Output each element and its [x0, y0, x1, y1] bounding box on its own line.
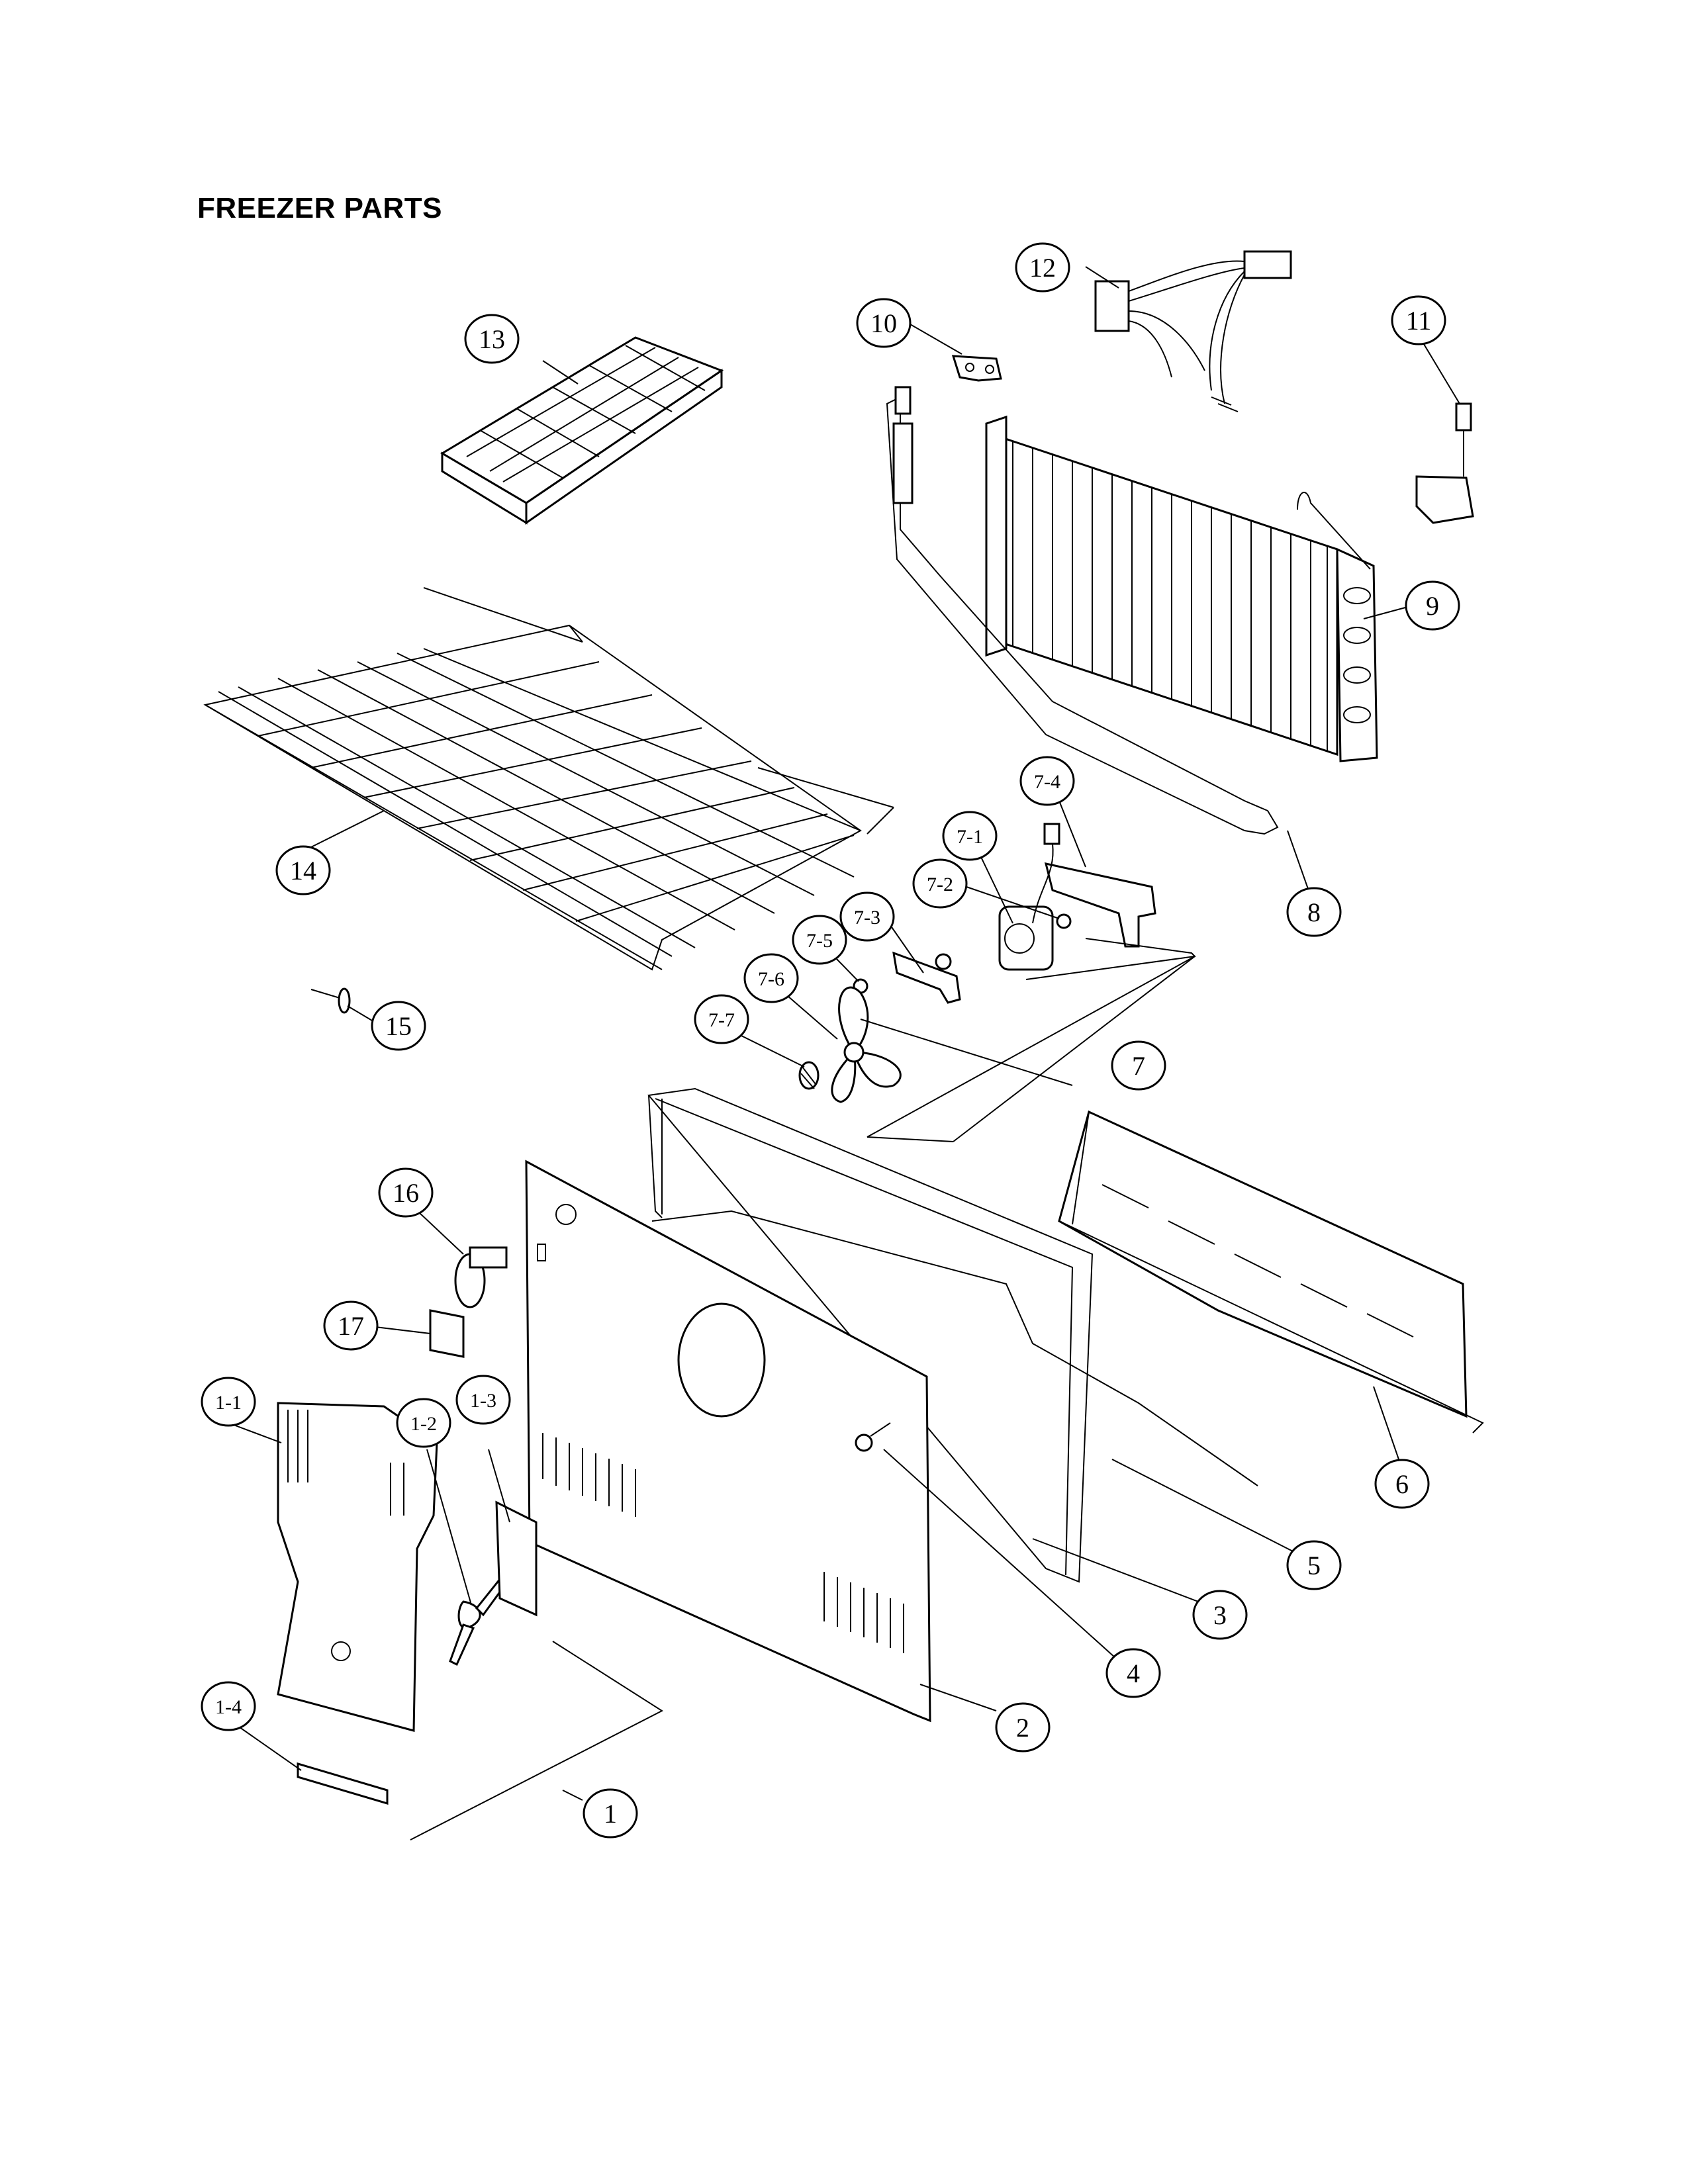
- svg-text:1: 1: [604, 1799, 617, 1829]
- knob-part: [454, 1246, 508, 1308]
- svg-text:7-5: 7-5: [806, 930, 833, 952]
- callout-17: 17: [323, 1300, 379, 1351]
- callout-7-7: 7-7: [694, 994, 749, 1044]
- svg-text:3: 3: [1213, 1600, 1227, 1630]
- callout-14: 14: [275, 845, 331, 895]
- callout-1-3: 1-3: [455, 1375, 511, 1425]
- callout-1-1: 1-1: [201, 1377, 256, 1427]
- wire-harness-part: [1094, 250, 1292, 412]
- wire-shelf-part: [203, 587, 894, 971]
- callout-9: 9: [1405, 580, 1460, 631]
- page-title: FREEZER PARTS: [197, 192, 442, 224]
- svg-text:7-4: 7-4: [1034, 771, 1060, 793]
- small-plate-part: [429, 1309, 465, 1358]
- svg-text:10: 10: [870, 308, 897, 338]
- callout-1-2: 1-2: [396, 1398, 451, 1448]
- svg-text:12: 12: [1029, 253, 1056, 283]
- callout-7-4: 7-4: [1019, 756, 1075, 806]
- callout-7-1: 7-1: [942, 811, 998, 861]
- svg-text:16: 16: [393, 1178, 419, 1208]
- svg-text:8: 8: [1307, 897, 1321, 927]
- svg-text:7-3: 7-3: [854, 907, 880, 929]
- svg-text:7-2: 7-2: [927, 874, 953, 895]
- callout-12: 12: [1015, 242, 1070, 293]
- svg-text:1-4: 1-4: [215, 1696, 242, 1718]
- svg-text:9: 9: [1426, 591, 1439, 621]
- svg-text:15: 15: [385, 1011, 412, 1041]
- callout-7: 7: [1111, 1040, 1166, 1091]
- callout-13: 13: [464, 314, 520, 364]
- ice-tray-part: [440, 336, 724, 525]
- gasket-part: [647, 1087, 1094, 1583]
- rail-channel-part: [1058, 1110, 1484, 1433]
- cover-assembly-part: [277, 1402, 664, 1841]
- callout-7-6: 7-6: [743, 953, 799, 1003]
- back-panel-part: [525, 1160, 931, 1723]
- svg-text:6: 6: [1395, 1469, 1409, 1499]
- heater-part: [886, 386, 1279, 835]
- callout-11: 11: [1391, 295, 1446, 345]
- svg-text:7: 7: [1132, 1051, 1145, 1081]
- clip-part: [951, 355, 1002, 382]
- rear-partition-part: [651, 1210, 1258, 1486]
- callout-16: 16: [378, 1167, 434, 1218]
- callout-4: 4: [1105, 1648, 1161, 1698]
- svg-text:1-2: 1-2: [410, 1413, 437, 1435]
- svg-text:13: 13: [479, 324, 505, 354]
- callout-7-2: 7-2: [912, 858, 968, 909]
- svg-text:1-3: 1-3: [470, 1390, 496, 1412]
- evaporator-part: [985, 415, 1378, 762]
- svg-text:4: 4: [1127, 1659, 1140, 1688]
- svg-text:2: 2: [1016, 1713, 1029, 1743]
- callout-1-4: 1-4: [201, 1681, 256, 1731]
- callout-1: 1: [583, 1788, 638, 1839]
- callout-7-5: 7-5: [792, 915, 847, 965]
- sensor-part: [1415, 402, 1474, 524]
- svg-text:7-7: 7-7: [708, 1009, 735, 1031]
- callout-2: 2: [995, 1702, 1051, 1752]
- callout-6: 6: [1374, 1459, 1430, 1509]
- pin-part: [310, 987, 351, 1014]
- svg-text:7-6: 7-6: [758, 968, 784, 990]
- svg-text:1-1: 1-1: [215, 1392, 242, 1414]
- screw-part: [855, 1422, 891, 1452]
- fan-motor-assembly-part: [798, 823, 1196, 1142]
- callout-8: 8: [1286, 887, 1342, 937]
- svg-text:7-1: 7-1: [957, 826, 983, 848]
- callout-3: 3: [1192, 1590, 1248, 1640]
- callout-7-3: 7-3: [839, 891, 895, 942]
- svg-text:17: 17: [338, 1311, 364, 1341]
- callout-5: 5: [1286, 1540, 1342, 1590]
- svg-text:5: 5: [1307, 1551, 1321, 1580]
- svg-text:11: 11: [1406, 306, 1432, 336]
- svg-text:14: 14: [290, 856, 316, 886]
- callout-10: 10: [856, 298, 912, 348]
- callout-15: 15: [371, 1001, 426, 1051]
